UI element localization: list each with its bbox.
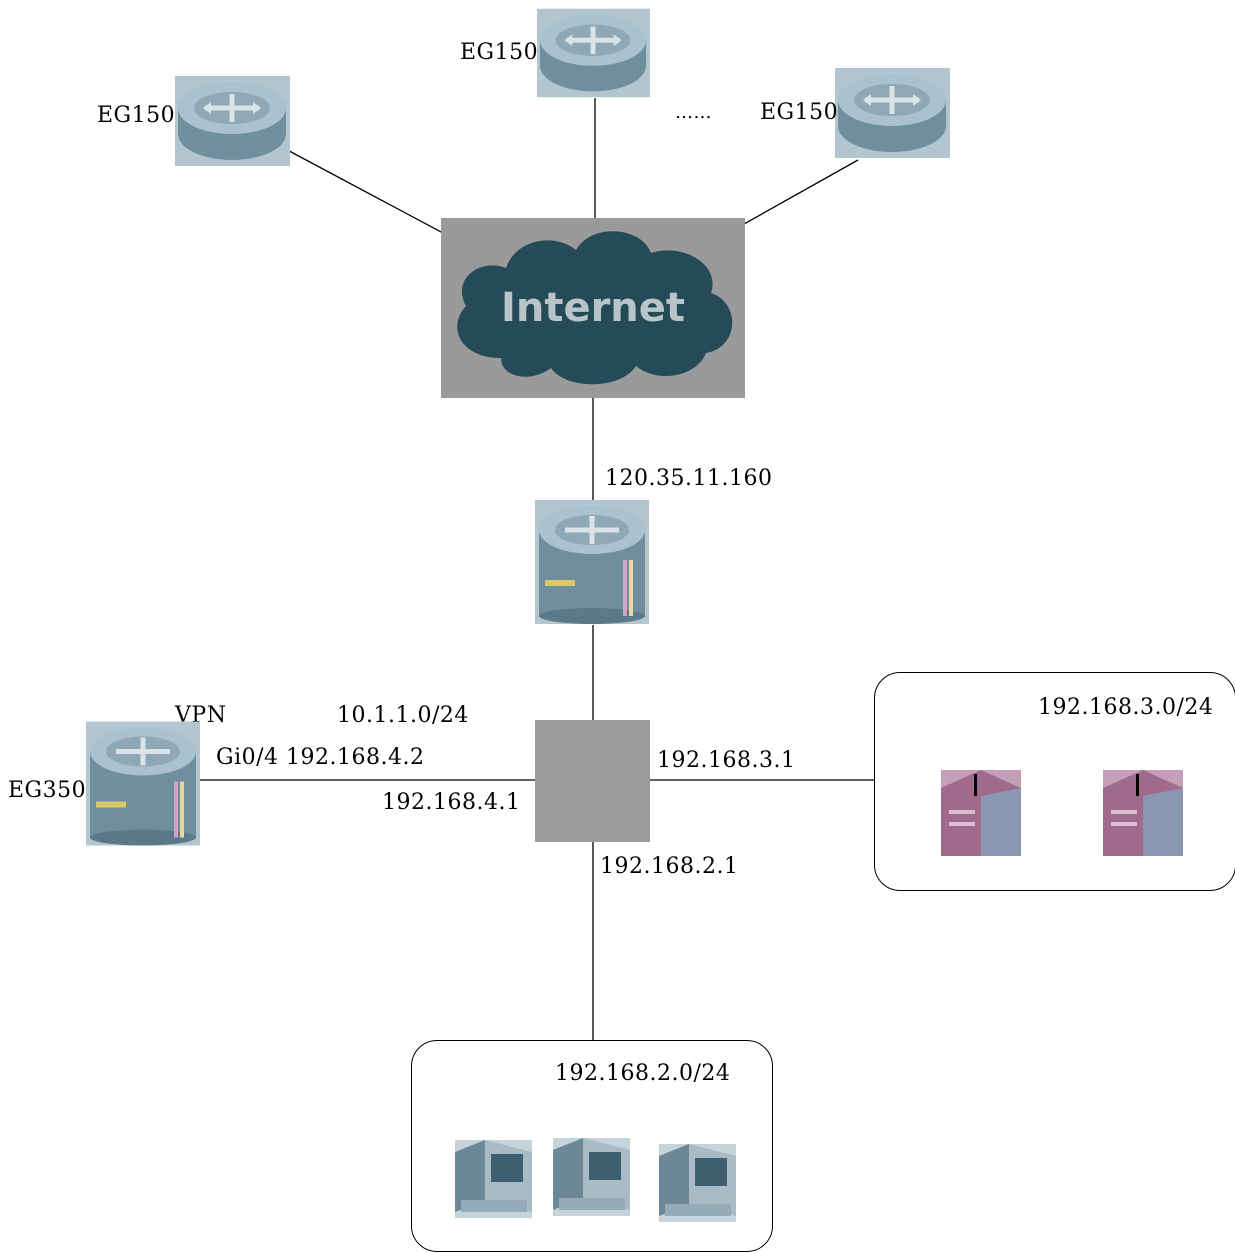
workstation-1: [455, 1140, 532, 1218]
vpn-interface-label: Gi0/4 192.168.4.2: [216, 745, 425, 770]
more-branches-ellipsis: ……: [675, 102, 712, 123]
switch-subnet2-ip: 192.168.2.1: [600, 854, 739, 879]
switch-vpn-ip: 192.168.4.1: [382, 790, 521, 815]
server-2: [1103, 770, 1183, 856]
cloud-label: Internet: [501, 285, 685, 331]
vpn-label: VPN: [175, 703, 227, 728]
workstation-icon: [553, 1138, 630, 1216]
branch-router-1: [175, 76, 290, 166]
subnet-3-cidr: 192.168.3.0/24: [1038, 695, 1214, 720]
workstation-2: [553, 1138, 630, 1216]
server-1: [941, 770, 1021, 856]
switch-subnet3-ip: 192.168.3.1: [657, 748, 796, 773]
core-router: [535, 500, 649, 624]
router-tower-icon: [535, 500, 649, 624]
branch-1-label: EG150: [97, 103, 176, 128]
core-switch: [535, 720, 650, 842]
server-icon: [1103, 770, 1183, 856]
vpn-pool-label: 10.1.1.0/24: [337, 703, 469, 728]
server-icon: [941, 770, 1021, 856]
subnet-2-cidr: 192.168.2.0/24: [555, 1061, 731, 1086]
router-icon: [537, 8, 650, 98]
branch-router-3: [835, 68, 950, 158]
branch-router-2: [537, 8, 650, 98]
workstation-icon: [455, 1140, 532, 1218]
workstation-icon: [659, 1144, 736, 1222]
router-icon: [175, 76, 290, 166]
core-wan-ip: 120.35.11.160: [605, 466, 773, 491]
eg350-label: EG350: [8, 778, 87, 803]
vpn-router-eg350: [86, 721, 200, 846]
workstation-3: [659, 1144, 736, 1222]
cloud-icon: Internet: [457, 231, 733, 385]
router-icon: [835, 68, 950, 158]
router-tower-icon: [86, 721, 200, 846]
branch-3-label: EG150: [760, 100, 839, 125]
branch-2-label: EG150: [460, 40, 539, 65]
internet-cloud: Internet: [441, 218, 745, 398]
